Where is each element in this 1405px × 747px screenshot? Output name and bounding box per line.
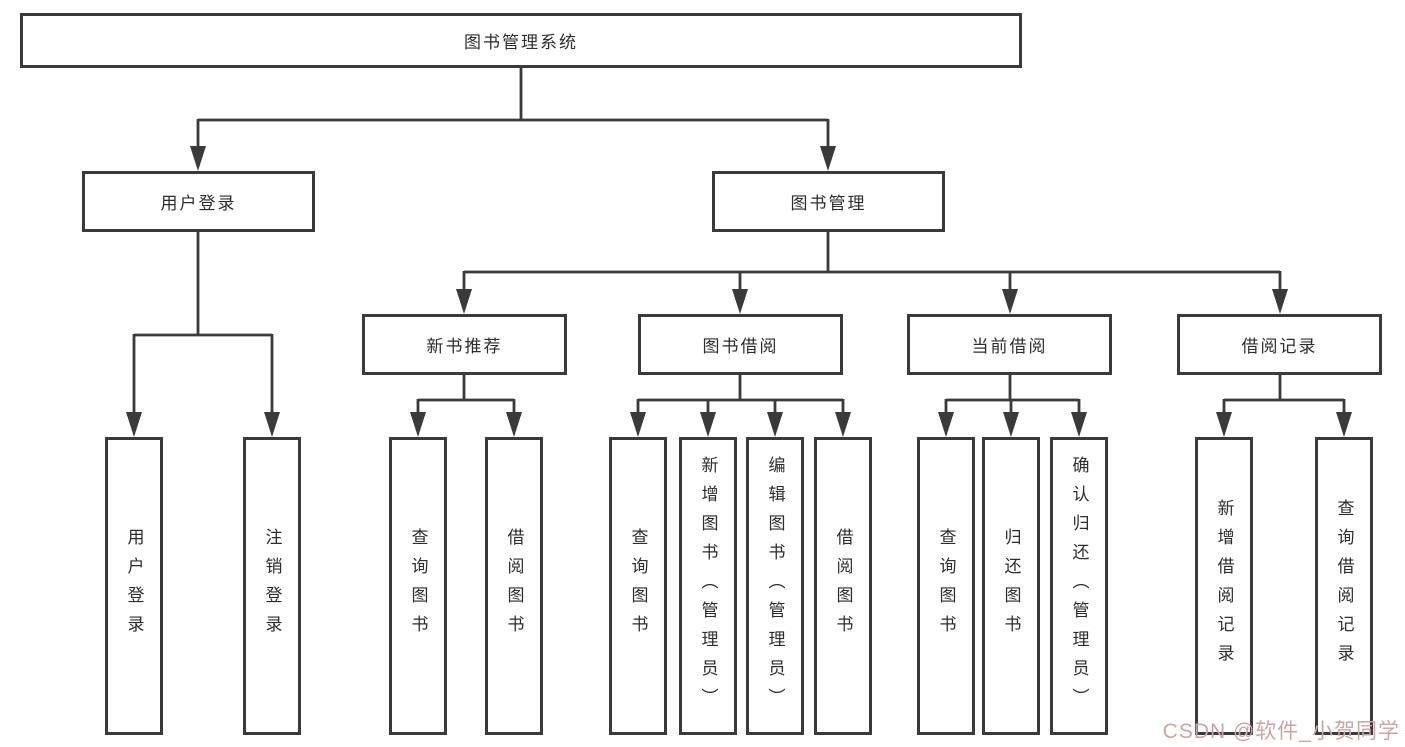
- leaf-query-books-borrow: 查询图书: [609, 437, 667, 735]
- node-user-login-group: 用户登录: [82, 171, 315, 232]
- leaf-query-borrow-record: 查询借阅记录: [1315, 437, 1373, 735]
- csdn-watermark: CSDN @软件_小贺同学: [1162, 720, 1400, 743]
- leaf-label: 查询借阅记录: [1334, 499, 1354, 673]
- node-new-book-recommend: 新书推荐: [362, 314, 567, 375]
- leaf-label: 借阅图书: [833, 528, 853, 644]
- leaf-borrow-books: 借阅图书: [814, 437, 872, 735]
- leaf-edit-books-admin: 编辑图书（管理员）: [746, 437, 804, 735]
- leaf-label: 归还图书: [1001, 528, 1021, 644]
- leaf-add-borrow-record: 新增借阅记录: [1195, 437, 1253, 735]
- leaf-return-books: 归还图书: [982, 437, 1040, 735]
- leaf-label: 编辑图书（管理员）: [765, 455, 785, 717]
- node-current-borrow: 当前借阅: [907, 314, 1112, 375]
- leaf-confirm-return-admin: 确认归还（管理员）: [1050, 437, 1108, 735]
- leaf-borrow-books-recommend: 借阅图书: [485, 437, 543, 735]
- leaf-query-books-current: 查询图书: [917, 437, 975, 735]
- node-book-borrow: 图书借阅: [638, 314, 843, 375]
- leaf-user-login: 用户登录: [105, 437, 163, 735]
- leaf-label: 借阅图书: [504, 528, 524, 644]
- node-root: 图书管理系统: [20, 13, 1022, 68]
- node-book-management: 图书管理: [712, 171, 945, 232]
- leaf-label: 确认归还（管理员）: [1069, 455, 1089, 717]
- leaf-label: 查询图书: [408, 528, 428, 644]
- node-borrow-records: 借阅记录: [1177, 314, 1382, 375]
- leaf-label: 注销登录: [262, 528, 282, 644]
- leaf-logout: 注销登录: [243, 437, 301, 735]
- leaf-label: 新增图书（管理员）: [698, 455, 718, 717]
- leaf-label: 查询图书: [628, 528, 648, 644]
- leaf-query-books-recommend: 查询图书: [389, 437, 447, 735]
- leaf-label: 用户登录: [124, 528, 144, 644]
- leaf-add-books-admin: 新增图书（管理员）: [679, 437, 737, 735]
- leaf-label: 新增借阅记录: [1214, 499, 1234, 673]
- leaf-label: 查询图书: [936, 528, 956, 644]
